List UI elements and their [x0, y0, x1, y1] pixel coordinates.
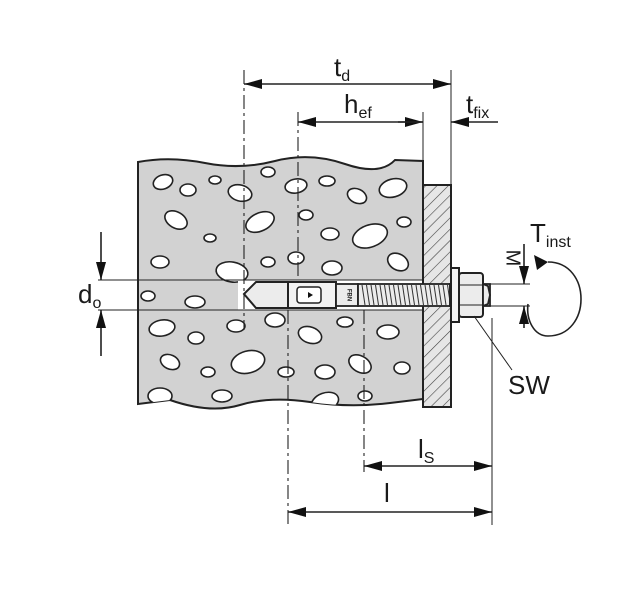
thread-line [388, 284, 393, 306]
thread-line [375, 284, 379, 306]
label-h-ef: hef [344, 89, 372, 122]
arrow-marking-icon [308, 292, 313, 298]
thread-line [424, 284, 429, 306]
thread-line [361, 284, 366, 306]
dimension-lines [96, 79, 529, 517]
extension-lines [98, 70, 530, 525]
thread-line [384, 284, 388, 306]
thread-line [429, 284, 433, 306]
thread-line [406, 284, 411, 306]
bolt-tip [482, 282, 491, 308]
label-d-o: do [78, 279, 101, 312]
torque-arrow-icon [526, 255, 582, 337]
thread-line [433, 284, 438, 306]
thread-line [411, 284, 415, 306]
label-t-d: td [334, 52, 350, 85]
label-l-s: lS [418, 434, 434, 467]
thread-line [379, 284, 384, 306]
thread-line [415, 284, 420, 306]
label-l: l [384, 478, 390, 508]
label-t-inst: Tinst [530, 218, 571, 251]
label-sw: SW [508, 370, 550, 400]
label-m: M [502, 250, 524, 267]
thread-line [393, 284, 397, 306]
thread-line [366, 284, 370, 306]
anchor-bolt: FBN [242, 267, 491, 323]
thread-line [438, 284, 442, 306]
label-t-fix: tfix [466, 89, 489, 122]
anchor-marking: FBN [345, 289, 351, 301]
thread-line [370, 284, 375, 306]
washer [450, 267, 460, 323]
thread-line [442, 284, 447, 306]
thread-line [402, 284, 406, 306]
thread-line [397, 284, 402, 306]
thread-line [420, 284, 424, 306]
hex-nut [458, 272, 484, 318]
